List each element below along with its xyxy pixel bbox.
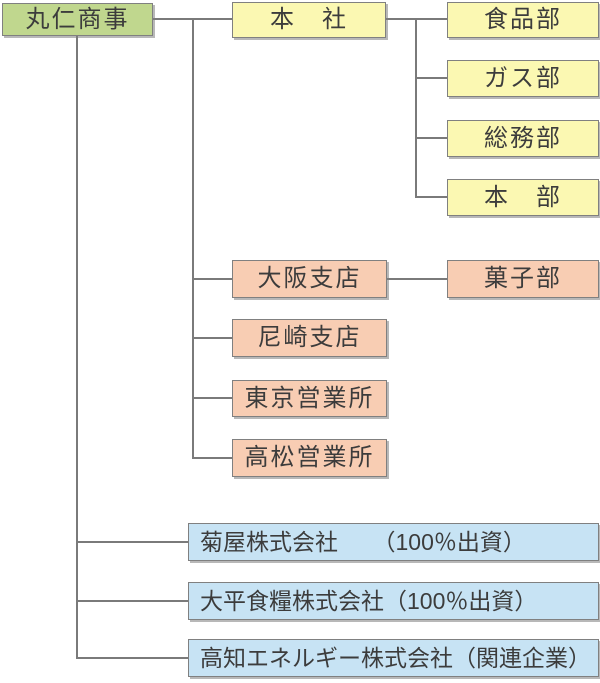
confectionery-dept-box: 菓子部 [447,260,599,298]
connector-branch-tokyo [192,397,232,399]
kochi-energy-subsidiary-box: 高知エネルギー株式会社（関連企業） [188,639,599,677]
root-company-box: 丸仁商事 [2,3,153,36]
connector-branch-kochi [76,657,188,659]
tokyo-office-box: 東京営業所 [232,380,387,417]
takamatsu-office-box: 高松営業所 [232,439,387,477]
connector-branch-taihei [76,600,188,602]
connector-trunk-subsidiaries [76,35,78,659]
connector-branch-gasdept [415,77,447,79]
connector-branch-generalaffairsdept [415,137,447,139]
taihei-subsidiary-label: 大平食糧株式会社（100％出資） [200,587,538,614]
main-dept-box: 本 部 [447,179,599,216]
osaka-branch-label: 大阪支店 [257,265,362,292]
takamatsu-office-label: 高松営業所 [244,444,375,471]
connector-trunk-branch-offices [192,18,194,459]
connector-branch-kikuya [76,541,188,543]
gas-dept-box: ガス部 [447,60,599,97]
head-office-label: 本 社 [270,6,348,33]
osaka-branch-box: 大阪支店 [232,260,387,298]
amagasaki-branch-label: 尼崎支店 [257,324,362,351]
amagasaki-branch-box: 尼崎支店 [232,319,387,357]
connector-branch-osaka [192,278,232,280]
head-office-box: 本 社 [232,2,386,38]
connector-branch-takamatsu [192,457,232,459]
kikuya-subsidiary-box: 菊屋株式会社 （100％出資） [188,523,599,561]
main-dept-label: 本 部 [484,183,562,211]
tokyo-office-label: 東京営業所 [244,384,375,412]
connector-branch-maindept [415,196,447,198]
general-affairs-dept-label: 総務部 [484,124,562,152]
connector-trunk-headoffice-depts [415,18,417,197]
taihei-subsidiary-box: 大平食糧株式会社（100％出資） [188,582,599,620]
kikuya-subsidiary-label: 菊屋株式会社 （100％出資） [200,528,526,555]
kochi-energy-subsidiary-label: 高知エネルギー株式会社（関連企業） [200,644,591,671]
confectionery-dept-label: 菓子部 [484,265,562,292]
connector-line-osaka-to-confectionerydept [387,278,447,280]
connector-branch-amagasaki [192,337,232,339]
food-dept-label: 食品部 [484,6,562,33]
gas-dept-label: ガス部 [484,64,562,92]
root-company-label: 丸仁商事 [25,5,130,33]
food-dept-box: 食品部 [447,2,599,38]
general-affairs-dept-box: 総務部 [447,120,599,157]
